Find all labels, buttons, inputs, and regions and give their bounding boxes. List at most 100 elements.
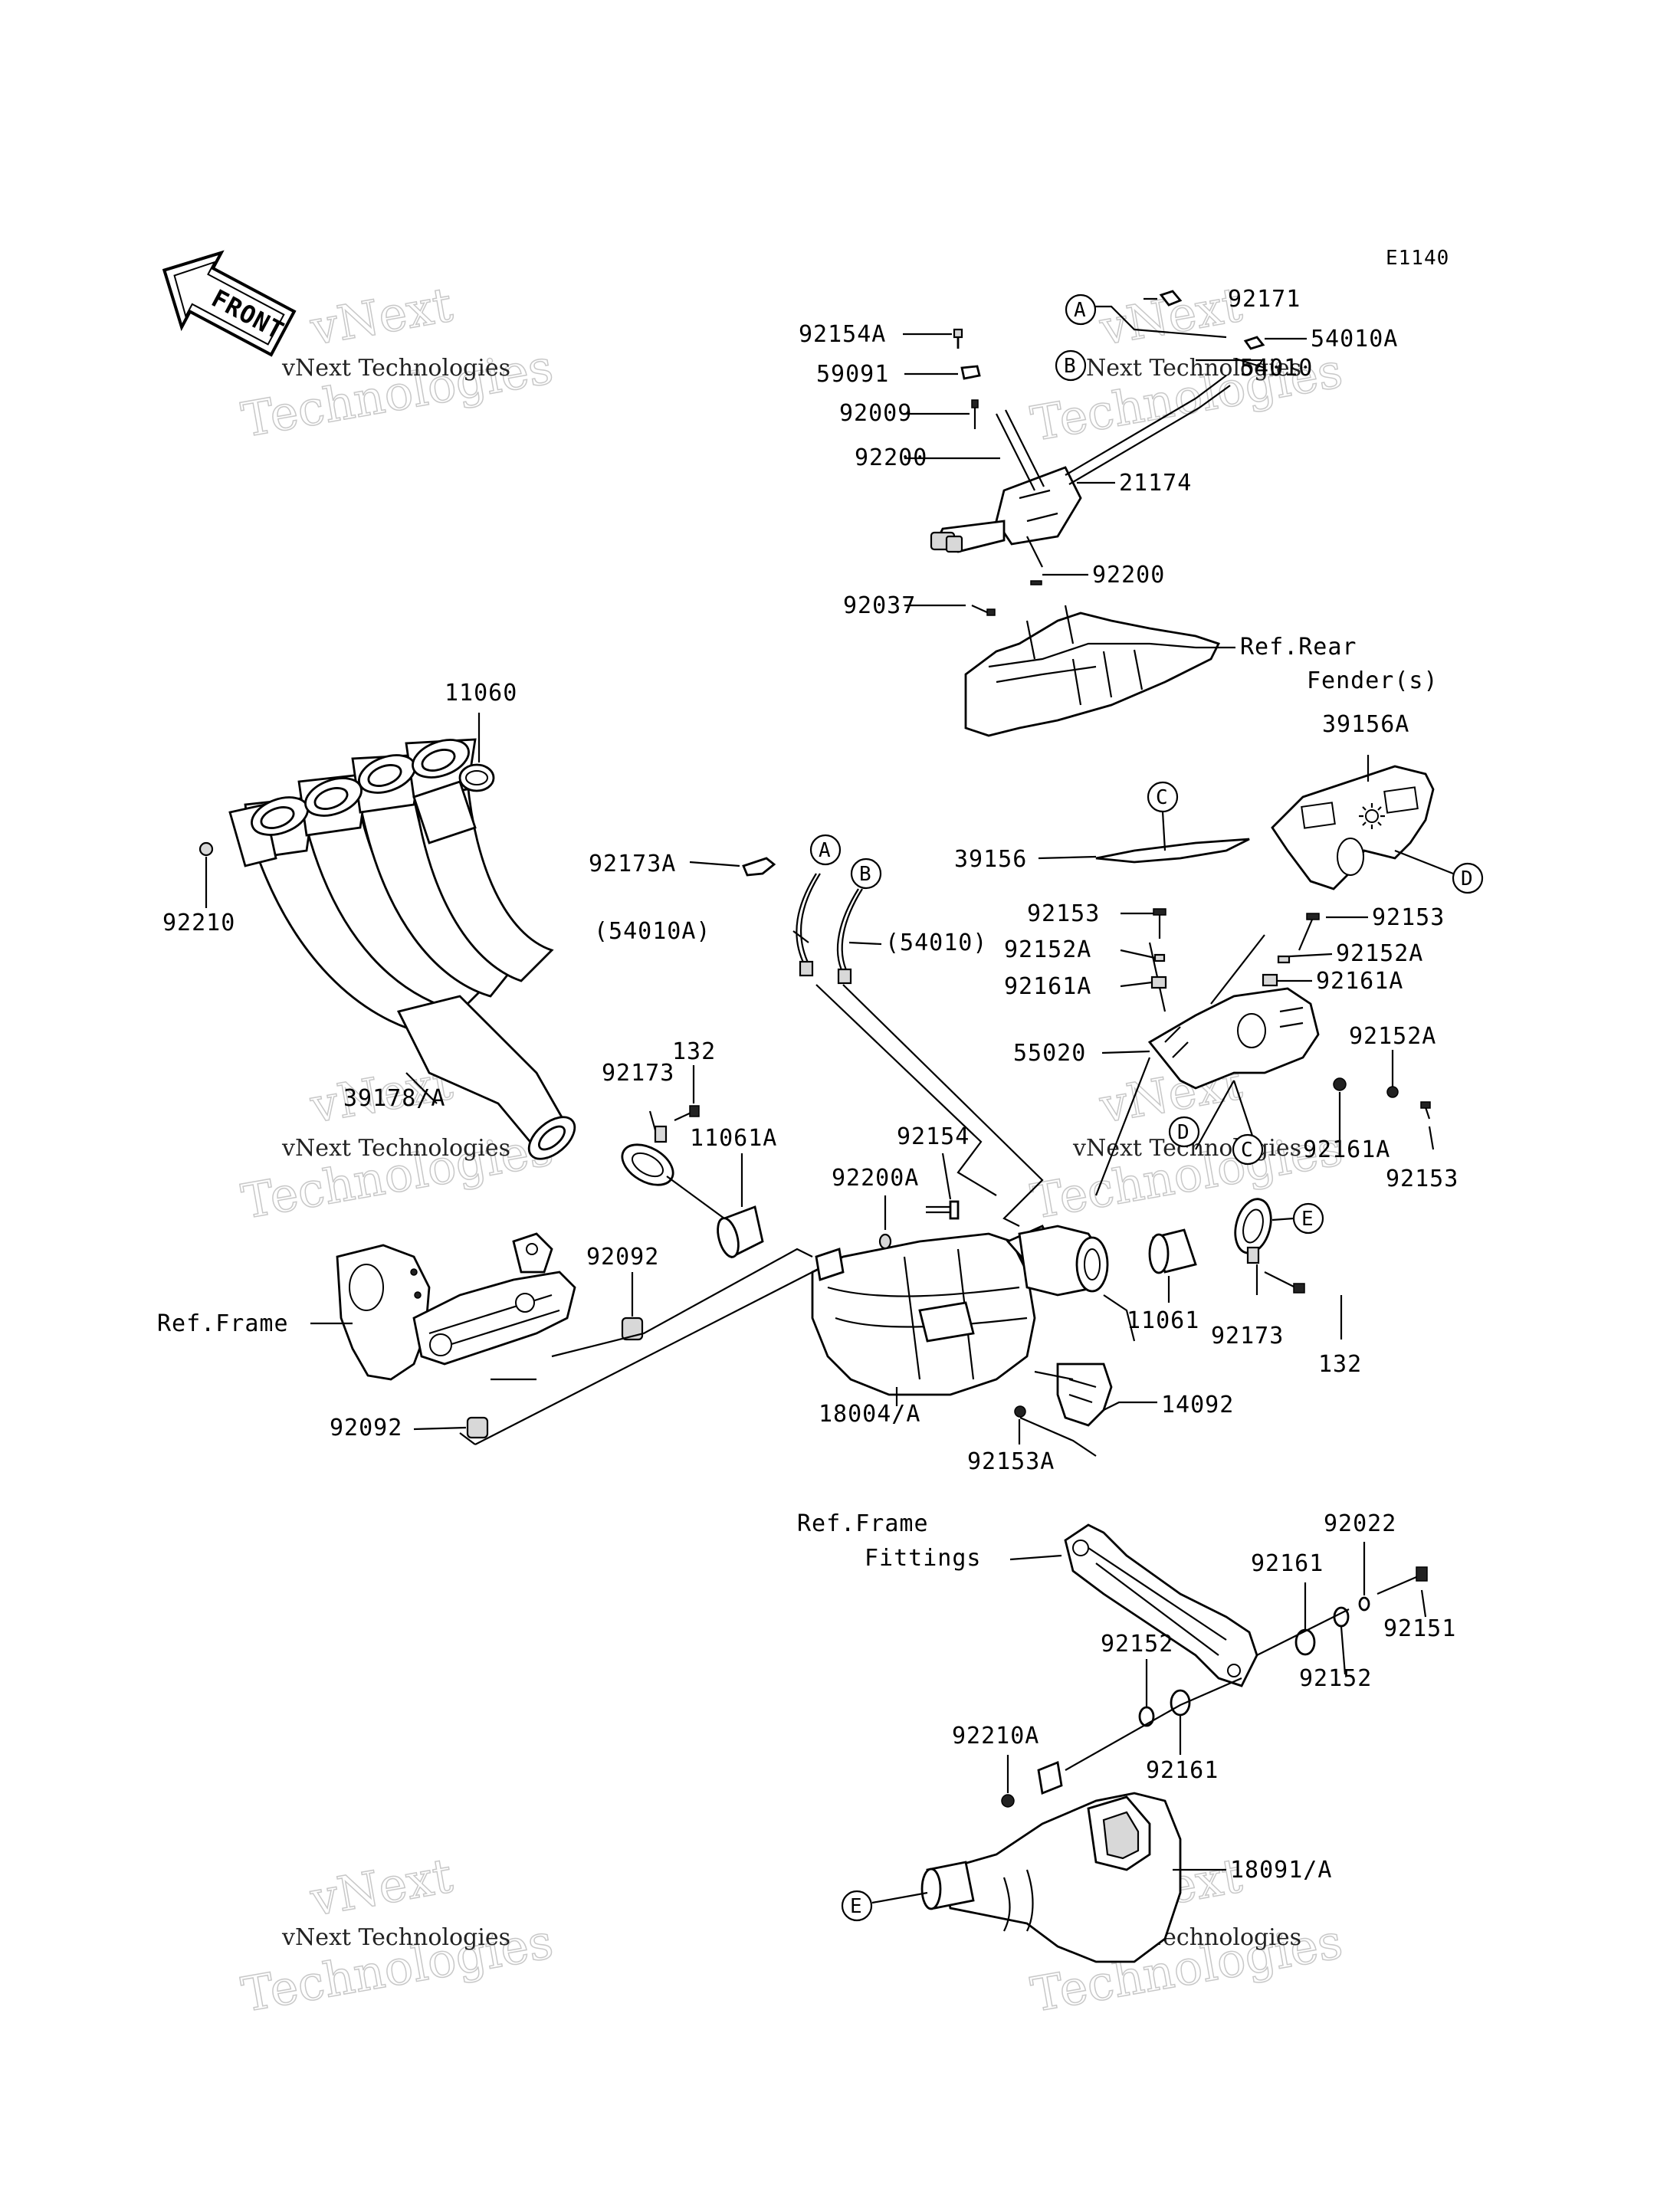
label-92200A: 92200A — [832, 1165, 919, 1192]
washer-92022 — [1358, 1596, 1370, 1612]
cable-end-92173A — [742, 857, 776, 877]
label-92171: 92171 — [1228, 286, 1301, 313]
label-14092: 14092 — [1161, 1392, 1234, 1418]
label-ref-frame: Ref.Frame — [157, 1310, 289, 1337]
label-92161-b: 92161 — [1146, 1757, 1219, 1784]
label-92173-b: 92173 — [1211, 1323, 1284, 1349]
label-39156A: 39156A — [1322, 711, 1409, 738]
label-92151: 92151 — [1383, 1615, 1456, 1642]
svg-text:E: E — [850, 1895, 862, 1918]
part-labels: 92171 92154A 54010A 59091 54010 92009 92… — [157, 286, 1459, 1884]
svg-text:vNext Technologies: vNext Technologies — [281, 1924, 510, 1951]
watermark-mid-left: vNext Technologies vNext Technologies — [237, 1054, 557, 1231]
label-54010A: 54010A — [1311, 326, 1398, 353]
ref-circle-E-silencer: E — [841, 1890, 873, 1922]
label-92154: 92154 — [897, 1123, 970, 1150]
label-92153A: 92153A — [967, 1448, 1055, 1475]
label-92200-b: 92200 — [1092, 562, 1165, 589]
ref-circle-A-cable: A — [809, 834, 842, 866]
heat-shield-39156 — [1095, 838, 1250, 864]
label-54010-paren: (54010) — [885, 930, 987, 956]
ref-circle-C-shield: C — [1147, 781, 1179, 813]
grommet-92161A-c — [1333, 1077, 1347, 1091]
cable-54010A — [796, 873, 817, 966]
ref-circle-D-shield: D — [1452, 862, 1484, 894]
ref-circle-A-top: A — [1065, 293, 1097, 326]
watermark-company: vNext Technologies — [281, 355, 510, 382]
label-92161A-a: 92161A — [1004, 973, 1091, 1000]
svg-text:vNext Technologies: vNext Technologies — [281, 1135, 510, 1162]
washer-92152-b — [1138, 1706, 1155, 1727]
label-92161-a: 92161 — [1251, 1550, 1324, 1577]
label-39178A: 39178/A — [343, 1085, 445, 1112]
svg-text:A: A — [819, 839, 831, 862]
label-ref-frame-fittings-2: Fittings — [865, 1545, 982, 1572]
watermark-bottom-left: vNext Technologies vNext Technologies — [237, 1847, 557, 2024]
label-92152A-b: 92152A — [1336, 940, 1423, 967]
svg-text:E: E — [1301, 1208, 1314, 1231]
bolt-92153-b — [1298, 919, 1314, 951]
label-18004A: 18004/A — [819, 1401, 920, 1428]
svg-text:C: C — [1241, 1139, 1253, 1162]
bracket-55020 — [1147, 987, 1320, 1090]
label-92009: 92009 — [839, 400, 912, 427]
diagram-code: E1140 — [1386, 247, 1449, 270]
watermark-top-left: vNext Technologies vNext Technologies — [237, 276, 557, 449]
bolt-92153A — [1014, 1405, 1026, 1418]
label-92161A-b: 92161A — [1316, 968, 1403, 995]
label-18091A: 18091/A — [1230, 1857, 1332, 1884]
grommet-92161A-a — [1150, 976, 1167, 989]
svg-text:A: A — [1074, 299, 1086, 322]
ref-circle-B-top: B — [1055, 349, 1087, 382]
label-92092-b: 92092 — [330, 1415, 402, 1441]
clamp-92173-a — [621, 1143, 674, 1186]
screw-92037 — [971, 604, 989, 615]
label-92152A-c: 92152A — [1349, 1023, 1436, 1050]
label-54010: 54010 — [1240, 355, 1313, 382]
ref-circle-C-bracket: C — [1232, 1133, 1264, 1166]
washer-92152A-a — [1153, 953, 1166, 962]
label-92152A-a: 92152A — [1004, 936, 1091, 963]
label-92210: 92210 — [162, 910, 235, 936]
leader-lines — [205, 297, 1435, 1904]
ref-circle-E-clamp: E — [1292, 1202, 1324, 1235]
svg-text:C: C — [1156, 786, 1168, 809]
bolt-92153-c — [1424, 1107, 1431, 1120]
clamp-92173-b — [1234, 1198, 1272, 1254]
label-ref-frame-fittings-1: Ref.Frame — [797, 1510, 929, 1537]
label-92037: 92037 — [843, 592, 916, 619]
bolt-132-b — [1264, 1271, 1296, 1288]
cover-14092 — [1056, 1362, 1113, 1427]
label-55020: 55020 — [1013, 1040, 1086, 1067]
silencer-18091A — [920, 1761, 1182, 1963]
cable-54010 — [836, 888, 859, 974]
label-92153-b: 92153 — [1372, 904, 1445, 931]
label-ref-rear-fender-1: Ref.Rear — [1240, 634, 1357, 661]
damper-92092-b — [466, 1416, 489, 1439]
label-92092-a: 92092 — [586, 1244, 659, 1271]
exhaust-header-pipes — [228, 738, 576, 1160]
svg-text:B: B — [859, 863, 871, 886]
svg-text:D: D — [1177, 1121, 1189, 1144]
ref-circle-D-bracket: D — [1168, 1116, 1200, 1148]
ref-circle-B-cable: B — [850, 857, 882, 890]
bolt-92151 — [1376, 1573, 1422, 1595]
label-92153-a: 92153 — [1027, 900, 1100, 927]
washer-92152A-b — [1277, 955, 1291, 964]
svg-text:D: D — [1461, 867, 1473, 890]
label-ref-rear-fender-2: Fender(s) — [1307, 667, 1439, 694]
label-92152-b: 92152 — [1101, 1631, 1173, 1658]
label-92152-a: 92152 — [1299, 1665, 1372, 1692]
frame-bracket-left — [336, 1232, 576, 1381]
bracket-rod — [996, 409, 1045, 491]
label-92161A-c: 92161A — [1303, 1136, 1390, 1163]
svg-text:B: B — [1064, 355, 1076, 378]
muffler-body-18004A — [811, 1225, 1059, 1396]
label-92153-c: 92153 — [1386, 1166, 1459, 1192]
washer-92152A-c — [1386, 1086, 1399, 1098]
frame-fitting-bracket — [1064, 1523, 1258, 1687]
grommet-92161A-b — [1262, 973, 1278, 987]
gasket-11060 — [458, 763, 495, 792]
svg-text:vNext: vNext — [1095, 277, 1246, 356]
